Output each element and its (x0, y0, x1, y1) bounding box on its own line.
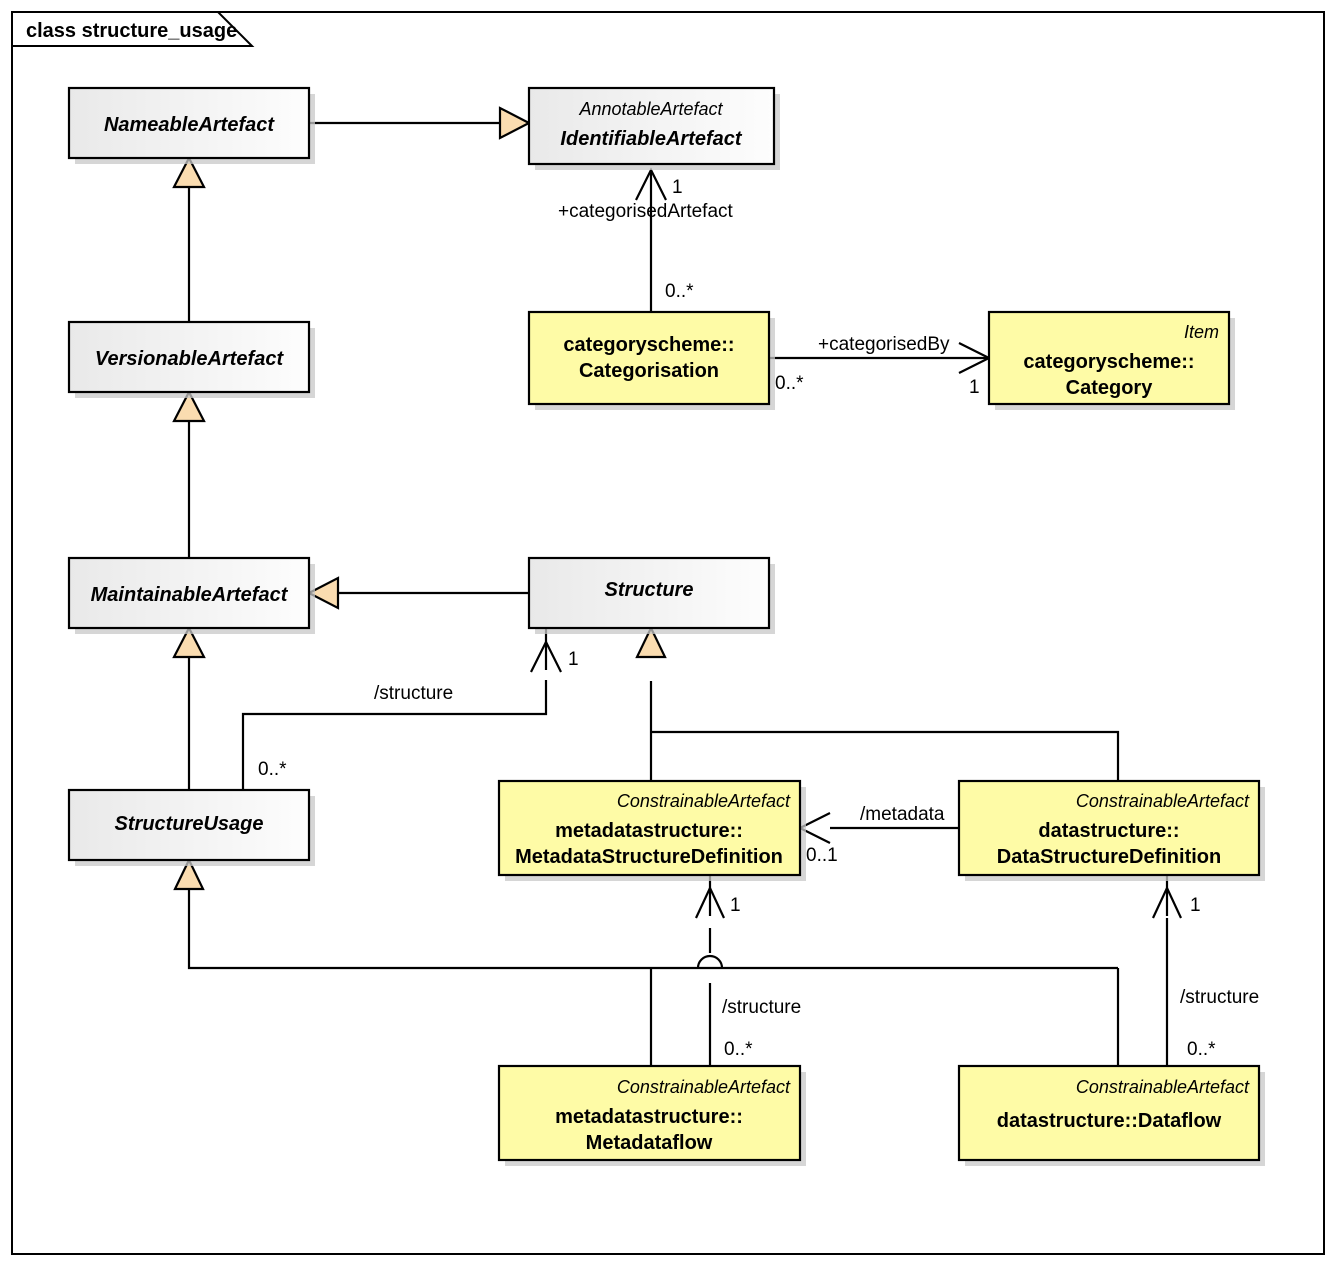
generalization-arrowhead (173, 857, 205, 891)
multiplicity-label: 0..* (665, 281, 694, 302)
class-box-datastructuredefinition[interactable]: ConstrainableArtefact datastructure:: Da… (957, 779, 1265, 881)
generalization-arrowhead (172, 155, 206, 189)
association-categorisation-to-category: +categorisedBy 0..* 1 (769, 334, 992, 398)
frame-title-tab (12, 11, 255, 47)
multiplicity-label: 1 (568, 649, 579, 670)
association-dataflow-to-dsd: 1 /structure 0..* (1152, 875, 1259, 1066)
box-rect (497, 1064, 802, 1162)
association-metadataflow-to-msd: 1 /structure 0..* (695, 875, 801, 1066)
class-name-label: MetadataStructureDefinition (515, 846, 783, 868)
association-structureusage-to-structure: 1 /structure 0..* (241, 628, 579, 790)
box-rect (67, 86, 311, 160)
class-stereotype-label: Item (1184, 322, 1219, 342)
class-box-structureusage[interactable]: StructureUsage (67, 788, 315, 866)
multiplicity-label: 1 (969, 377, 980, 398)
multiplicity-label: 0..1 (806, 845, 838, 866)
class-name-label: StructureUsage (115, 813, 264, 835)
class-name-label: Category (1066, 377, 1154, 399)
frame-border (11, 11, 1325, 1255)
role-label: /structure (374, 683, 453, 704)
class-box-identifiableartefact[interactable]: AnnotableArtefact IdentifiableArtefact (527, 86, 780, 170)
class-box-dataflow[interactable]: ConstrainableArtefact datastructure::Dat… (957, 1064, 1265, 1166)
multiplicity-label: 0..* (1187, 1039, 1216, 1060)
role-label: +categorisedBy (818, 334, 950, 355)
generalization-dsd-to-structure (651, 730, 1120, 781)
class-box-metadatastructuredefinition[interactable]: ConstrainableArtefact metadatastructure:… (497, 779, 806, 881)
class-namespace-label: categoryscheme:: (1023, 351, 1194, 373)
generalization-nameable-to-identifiable (309, 106, 532, 140)
generalization-arrowhead (306, 576, 340, 610)
box-rect (67, 320, 311, 394)
class-box-category[interactable]: Item categoryscheme:: Category (987, 310, 1235, 410)
role-label: /structure (1180, 987, 1259, 1008)
generalization-versionable-to-nameable (172, 155, 206, 322)
generalization-arrowhead (498, 106, 532, 140)
generalization-structureusage-to-maintainable (172, 625, 206, 790)
line-hop (696, 954, 724, 969)
class-box-metadataflow[interactable]: ConstrainableArtefact metadatastructure:… (497, 1064, 806, 1166)
multiplicity-label: 0..* (258, 759, 287, 780)
multiplicity-label: 1 (730, 895, 741, 916)
class-name-label: Structure (605, 579, 694, 601)
class-box-versionableartefact[interactable]: VersionableArtefact (67, 320, 315, 398)
box-rect (957, 1064, 1261, 1162)
class-box-nameableartefact[interactable]: NameableArtefact (67, 86, 315, 164)
generalization-arrowhead (172, 389, 206, 423)
class-namespace-label: metadatastructure:: (555, 820, 743, 842)
class-name-label: VersionableArtefact (95, 348, 285, 370)
generalization-structure-to-maintainable (306, 576, 529, 610)
class-box-maintainableartefact[interactable]: MaintainableArtefact (67, 556, 315, 634)
class-name-label: Metadataflow (586, 1132, 713, 1154)
class-namespace-label: categoryscheme:: (563, 334, 734, 356)
multiplicity-label: 0..* (724, 1039, 753, 1060)
gen-trunk (187, 889, 1118, 970)
assoc-line (241, 680, 548, 790)
class-stereotype-label: ConstrainableArtefact (617, 791, 791, 811)
class-name-label: Categorisation (579, 360, 719, 382)
class-name-label: datastructure::Dataflow (997, 1110, 1222, 1132)
box-rect (987, 310, 1231, 406)
generalization-maintainable-to-versionable (172, 389, 206, 558)
class-stereotype-label: ConstrainableArtefact (617, 1077, 791, 1097)
class-namespace-label: datastructure:: (1038, 820, 1179, 842)
class-name-label: IdentifiableArtefact (560, 128, 742, 150)
generalization-flows-to-structureusage (173, 857, 1120, 1066)
box-rect (67, 788, 311, 862)
class-name-label: DataStructureDefinition (997, 846, 1221, 868)
class-name-label: NameableArtefact (104, 114, 275, 136)
box-rect (527, 310, 771, 406)
class-stereotype-label: ConstrainableArtefact (1076, 1077, 1250, 1097)
box-rect (497, 779, 802, 877)
box-rect (67, 556, 311, 630)
box-rect (957, 779, 1261, 877)
class-stereotype-label: AnnotableArtefact (578, 99, 723, 119)
role-label: /metadata (860, 804, 945, 825)
multiplicity-label: 1 (672, 177, 683, 198)
diagram-frame: class structure_usage (11, 11, 1325, 1255)
role-label: /structure (722, 997, 801, 1018)
generalization-arrowhead (172, 625, 206, 659)
multiplicity-label: 1 (1190, 895, 1201, 916)
association-dsd-to-msd: /metadata 0..1 (797, 804, 959, 866)
association-categorisation-to-identifiable: 1 +categorisedArtefact 0..* (558, 167, 734, 312)
class-stereotype-label: ConstrainableArtefact (1076, 791, 1250, 811)
frame-title-label: class structure_usage (26, 20, 237, 42)
class-box-categorisation[interactable]: categoryscheme:: Categorisation (527, 310, 775, 410)
class-namespace-label: metadatastructure:: (555, 1106, 743, 1128)
generalization-msd-to-structure (635, 625, 667, 781)
class-name-label: MaintainableArtefact (91, 584, 289, 606)
multiplicity-label: 0..* (775, 373, 804, 394)
class-box-structure[interactable]: Structure (527, 556, 775, 634)
gen-line (651, 730, 1120, 781)
generalization-arrowhead (635, 625, 667, 659)
box-rect (527, 86, 776, 166)
role-label: +categorisedArtefact (558, 201, 734, 222)
box-rect (527, 556, 771, 630)
